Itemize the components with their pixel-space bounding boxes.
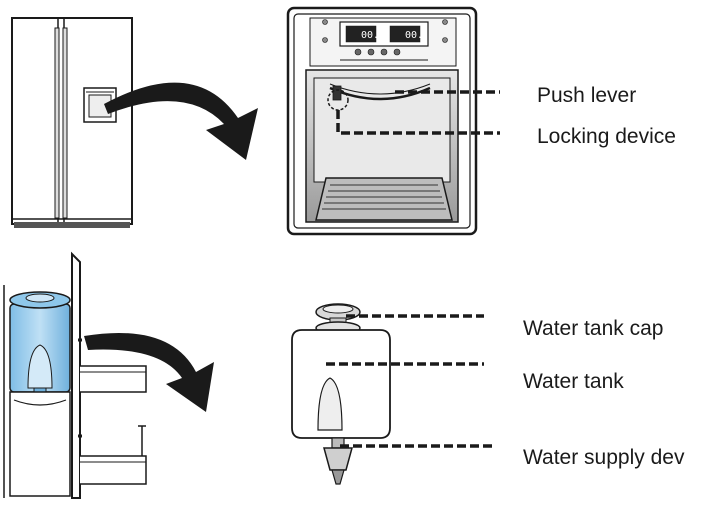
label-locking-device: Locking device (537, 125, 676, 148)
display-left: 00. (361, 30, 379, 41)
refrigerator (11, 17, 133, 228)
label-water-tank-cap: Water tank cap (523, 317, 664, 340)
curved-arrow-top-icon (104, 82, 258, 160)
label-push-lever: Push lever (537, 84, 637, 107)
label-water-supply-device: Water supply dev (523, 446, 685, 469)
dispenser-panel (286, 6, 478, 236)
leader-locking-device (336, 110, 500, 135)
display-right: 00. (405, 30, 423, 41)
label-water-tank: Water tank (523, 370, 624, 393)
door-interior (3, 251, 147, 499)
curved-arrow-bottom-icon (84, 332, 214, 412)
water-tank (291, 303, 391, 485)
